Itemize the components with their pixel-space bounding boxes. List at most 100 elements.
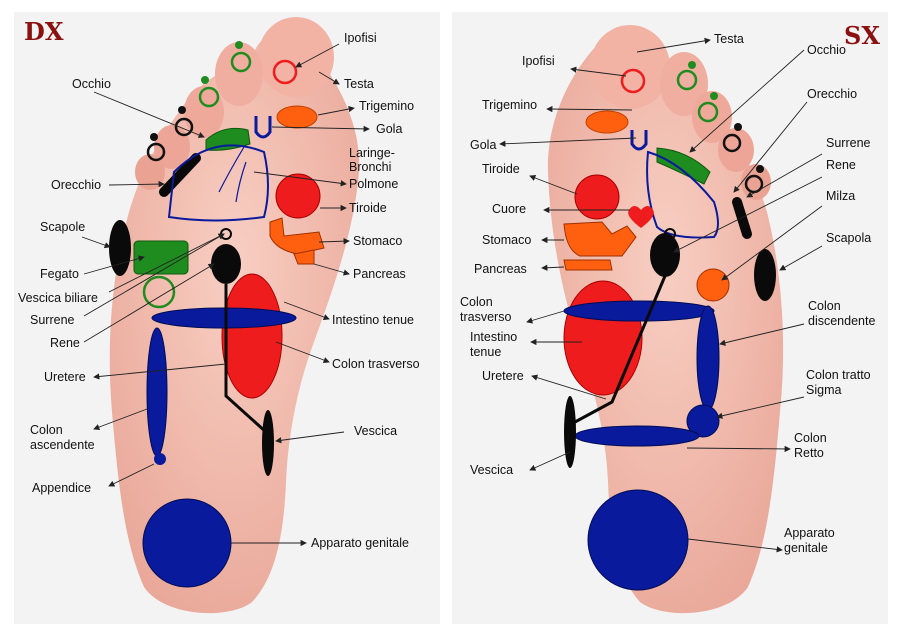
label-surrene: Surrene (826, 136, 871, 150)
label-colon-retto-1: Colon (794, 431, 827, 445)
label-colon-asc-2: ascendente (30, 438, 95, 452)
label-appendice: Appendice (32, 481, 91, 495)
side-label-sx: SX (844, 21, 880, 50)
zone-colon-discendente (696, 305, 720, 411)
zone-colon-trasverso (563, 300, 715, 322)
zone-intestino-tenue (221, 273, 283, 399)
reflex-zones (109, 41, 325, 588)
zone-scapole (109, 220, 131, 276)
label-stomaco: Stomaco (353, 234, 402, 248)
label-gola: Gola (470, 138, 496, 152)
toe-2 (215, 42, 263, 106)
label-rene: Rene (50, 336, 80, 350)
label-scapola: Scapola (826, 231, 871, 245)
label-vescica-biliare: Vescica biliare (18, 291, 98, 305)
zone-rene (211, 244, 241, 284)
zone-laringe-bronchi (167, 144, 269, 222)
zone-bronchi-lines (218, 146, 247, 203)
zone-occhio-dot-2 (710, 92, 718, 100)
zone-rene (650, 233, 680, 277)
zone-occhio-ring-2 (697, 101, 719, 123)
zone-milza (696, 268, 730, 302)
label-testa: Testa (714, 32, 744, 46)
left-foot-diagram: SX Testa Occhio Ipofisi Orecchio Trigemi… (452, 12, 888, 624)
zone-orecchio-ring (722, 133, 742, 153)
label-occhio: Occhio (807, 43, 846, 57)
label-apparato-2: genitale (784, 541, 828, 555)
label-apparato-1: Apparato (784, 526, 835, 540)
label-trigemino: Trigemino (359, 99, 414, 113)
pointer-arrows (81, 43, 370, 547)
label-colon-sigma-1: Colon tratto (806, 368, 871, 382)
zone-uretere (574, 275, 667, 424)
zone-polmone (275, 173, 321, 219)
panel-right-foot: DX Ipofisi Testa Occhio Trigemino Gola L… (14, 12, 440, 624)
zone-occhio-ring-2 (198, 86, 220, 108)
zone-ipofisi (272, 59, 298, 85)
label-colon-disc-1: Colon (808, 299, 841, 313)
label-uretere: Uretere (482, 369, 524, 383)
label-colon-tras-1: Colon (460, 295, 493, 309)
label-ipofisi: Ipofisi (344, 31, 377, 45)
label-gola: Gola (376, 122, 402, 136)
label-intestino-tenue: Intestino tenue (332, 313, 414, 327)
zone-apparato-genitale (587, 489, 689, 591)
label-orecchio: Orecchio (807, 87, 857, 101)
label-vescica: Vescica (470, 463, 513, 477)
zone-occhio-ring (676, 69, 698, 91)
zone-uretere (224, 284, 268, 434)
label-occhio: Occhio (72, 77, 111, 91)
zone-orecchio-ring-2 (744, 174, 764, 194)
zone-orecchio-dot (734, 123, 742, 131)
side-label-dx: DX (24, 17, 64, 46)
zone-apparato-genitale (142, 498, 232, 588)
zone-gola (630, 130, 648, 151)
label-surrene: Surrene (30, 313, 75, 327)
pointer-arrows (499, 37, 823, 553)
label-intestino-2: tenue (470, 345, 501, 359)
zone-scapola (754, 249, 776, 301)
zone-occhio-dot (235, 41, 243, 49)
label-tiroide: Tiroide (482, 162, 520, 176)
label-colon-sigma-2: Sigma (806, 383, 841, 397)
label-apparato-genitale: Apparato genitale (311, 536, 409, 550)
zone-appendice (154, 453, 166, 465)
label-colon-trasverso: Colon trasverso (332, 357, 420, 371)
label-laringe-2: Bronchi (349, 160, 391, 174)
zone-cuore (628, 206, 654, 228)
label-ipofisi: Ipofisi (522, 54, 555, 68)
zone-orecchio-bar (159, 153, 201, 197)
right-foot-diagram: DX Ipofisi Testa Occhio Trigemino Gola L… (14, 12, 440, 624)
label-trigemino: Trigemino (482, 98, 537, 112)
label-laringe-1: Laringe- (349, 146, 395, 160)
toe-5 (135, 154, 165, 190)
zone-fegato (133, 240, 189, 275)
zone-trigemino (585, 110, 629, 134)
big-toe (590, 25, 670, 109)
zone-orecchio-dot-2 (756, 165, 764, 173)
label-milza: Milza (826, 189, 855, 203)
zone-occhio-dot-2 (201, 76, 209, 84)
zone-colon-ascendente (146, 327, 168, 457)
panel-left-foot: SX Testa Occhio Ipofisi Orecchio Trigemi… (452, 12, 888, 624)
toe-2 (660, 52, 708, 116)
zone-gola (254, 116, 272, 139)
zone-stomaco (563, 221, 637, 257)
reflex-zones (563, 61, 776, 591)
zone-colon-retto (574, 425, 700, 447)
label-intestino-1: Intestino (470, 330, 517, 344)
label-uretere: Uretere (44, 370, 86, 384)
label-pancreas: Pancreas (353, 267, 406, 281)
label-orecchio: Orecchio (51, 178, 101, 192)
big-toe (258, 17, 334, 97)
label-scapole: Scapole (40, 220, 85, 234)
toe-3 (184, 86, 224, 138)
label-testa: Testa (344, 77, 374, 91)
zone-trigemino (276, 105, 318, 129)
zone-stomaco (269, 217, 325, 255)
zone-bronchi (646, 150, 719, 239)
zone-orecchio-ring (174, 117, 194, 137)
zone-vescica (564, 396, 576, 468)
label-colon-tras-2: trasverso (460, 310, 511, 324)
zone-orecchio-dot-2 (150, 133, 158, 141)
